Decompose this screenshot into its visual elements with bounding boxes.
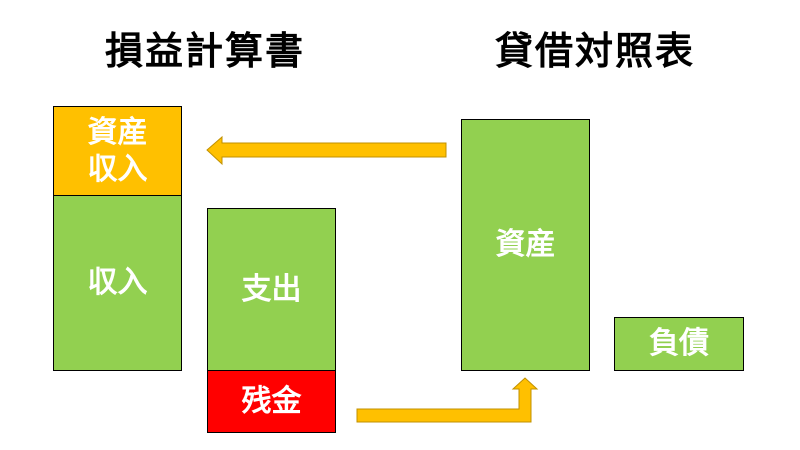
- assets-label: 資産: [495, 227, 556, 263]
- income-box: 収入: [53, 195, 182, 371]
- income-label: 収入: [87, 265, 148, 301]
- expense-label: 支出: [241, 271, 302, 307]
- liabilities-box: 負債: [614, 317, 744, 371]
- expense-box: 支出: [207, 208, 336, 371]
- balance-sheet-title: 貸借対照表: [494, 29, 695, 73]
- balance-label: 残金: [241, 383, 302, 419]
- liabilities-label: 負債: [649, 326, 709, 362]
- income-statement-title: 損益計算書: [104, 29, 305, 73]
- assets-box: 資産: [461, 119, 590, 371]
- asset-income-box: 資産 収入: [53, 106, 182, 196]
- asset-income-label: 資産 収入: [87, 114, 148, 188]
- up-arrow: [356, 377, 539, 423]
- left-arrow: [206, 135, 447, 166]
- balance-box: 残金: [207, 370, 336, 433]
